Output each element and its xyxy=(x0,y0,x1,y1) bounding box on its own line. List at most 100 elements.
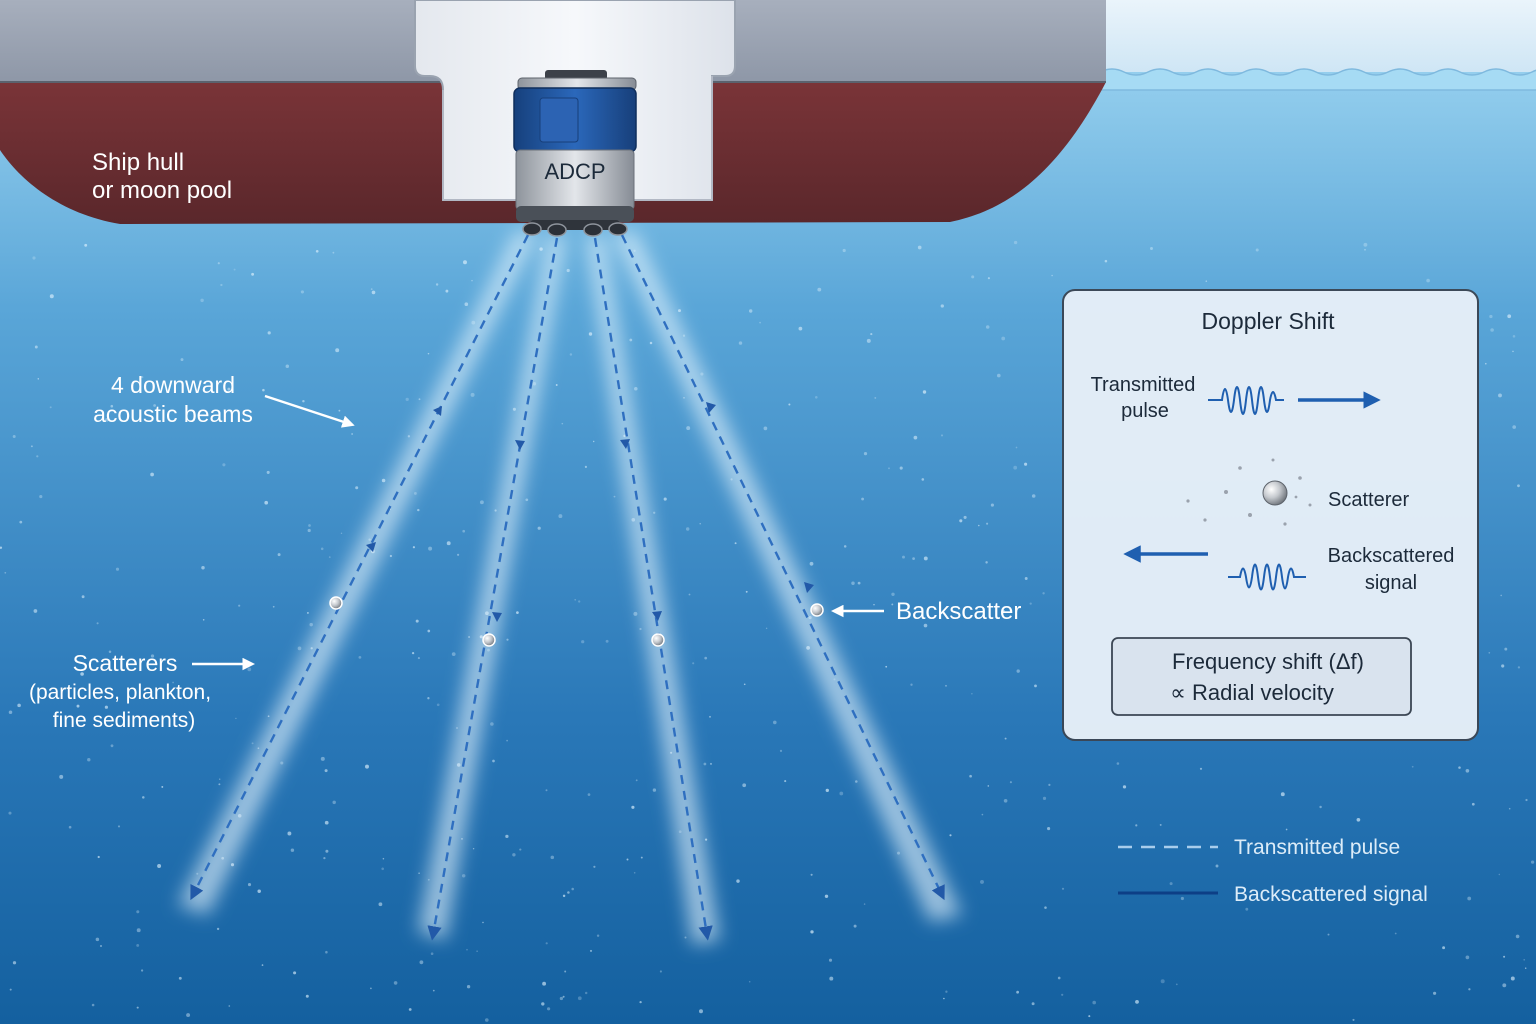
particle xyxy=(1498,393,1502,398)
beam-1 xyxy=(190,234,530,901)
particle xyxy=(940,434,944,437)
legend-transmitted-label: Transmitted pulse xyxy=(1234,836,1400,859)
particle xyxy=(324,820,329,825)
particle xyxy=(91,1003,95,1007)
particle xyxy=(1205,280,1208,282)
beam-scatterers xyxy=(329,596,824,647)
particle xyxy=(84,243,88,247)
particle xyxy=(307,528,311,533)
particle xyxy=(12,961,17,965)
particle xyxy=(863,903,866,905)
particle xyxy=(382,857,385,860)
particle xyxy=(186,1013,191,1018)
particle xyxy=(945,684,947,687)
particle xyxy=(464,302,469,307)
particle xyxy=(1512,425,1516,429)
sky-background xyxy=(1100,0,1536,72)
particle xyxy=(512,407,516,411)
particle xyxy=(810,930,814,934)
particle xyxy=(815,396,818,399)
particle xyxy=(1135,824,1138,827)
particle xyxy=(446,541,451,546)
particle xyxy=(1394,932,1397,935)
particle xyxy=(266,470,270,474)
particle xyxy=(1515,934,1520,939)
particle xyxy=(471,279,473,282)
particle xyxy=(985,561,988,564)
particle xyxy=(180,358,184,362)
particle xyxy=(419,960,424,965)
particle xyxy=(567,891,570,894)
particle xyxy=(217,262,220,265)
particle xyxy=(30,445,33,448)
particle xyxy=(688,593,691,596)
particle xyxy=(370,288,373,290)
particle xyxy=(861,497,865,501)
particle xyxy=(430,952,434,955)
particle xyxy=(393,981,398,985)
particle xyxy=(479,500,484,505)
particle xyxy=(81,595,85,599)
particle xyxy=(516,611,519,614)
particle xyxy=(436,703,440,707)
particle xyxy=(1122,785,1127,789)
particle xyxy=(39,495,43,499)
particle xyxy=(4,571,7,574)
particle xyxy=(1488,651,1491,654)
particle xyxy=(940,304,944,308)
particle xyxy=(1498,873,1501,876)
particle xyxy=(969,774,972,778)
particle xyxy=(484,1018,489,1022)
particle xyxy=(80,672,84,676)
particle xyxy=(1485,362,1487,365)
particle xyxy=(809,561,814,566)
doppler-shift-panel: Doppler Shift Transmitted pulse Scattere… xyxy=(1062,289,1479,741)
particle xyxy=(1319,805,1322,809)
particle xyxy=(569,353,573,356)
particle xyxy=(1150,247,1153,250)
particle xyxy=(227,387,231,391)
scatterer-ball-icon xyxy=(1262,480,1288,506)
particle xyxy=(985,325,990,329)
particle xyxy=(1180,896,1184,901)
particle xyxy=(49,406,52,409)
particle xyxy=(136,943,140,947)
particle xyxy=(140,969,144,972)
particle xyxy=(445,289,449,293)
particle xyxy=(267,331,271,335)
scatterers-label-line2: (particles, plankton, xyxy=(29,681,211,704)
particle xyxy=(738,341,743,345)
particle xyxy=(584,465,588,468)
particle xyxy=(678,309,681,313)
particle xyxy=(1465,768,1470,773)
particle xyxy=(427,629,431,633)
particle xyxy=(779,749,783,753)
particle xyxy=(285,364,290,368)
particle xyxy=(451,652,456,656)
particle xyxy=(412,546,416,549)
particle xyxy=(873,603,875,606)
particle xyxy=(1015,446,1018,449)
particle xyxy=(1530,860,1535,864)
particle xyxy=(95,937,100,942)
particle xyxy=(855,780,858,783)
particle xyxy=(986,522,989,525)
particle xyxy=(824,894,829,898)
particle xyxy=(463,260,467,265)
particle xyxy=(389,554,393,558)
hull-label-line2: or moon pool xyxy=(92,177,232,204)
particle xyxy=(468,635,471,639)
particle xyxy=(981,813,984,816)
particle xyxy=(1500,594,1503,597)
particle xyxy=(418,872,420,874)
particle xyxy=(1468,988,1471,991)
particle xyxy=(371,290,376,295)
particle xyxy=(506,739,508,742)
particle xyxy=(980,879,984,884)
beam-glows xyxy=(178,232,962,945)
particle xyxy=(525,498,529,502)
scatterer-particle-dot-icon xyxy=(1186,458,1312,526)
particle xyxy=(457,553,460,556)
particle xyxy=(633,872,636,874)
particle xyxy=(945,990,948,993)
